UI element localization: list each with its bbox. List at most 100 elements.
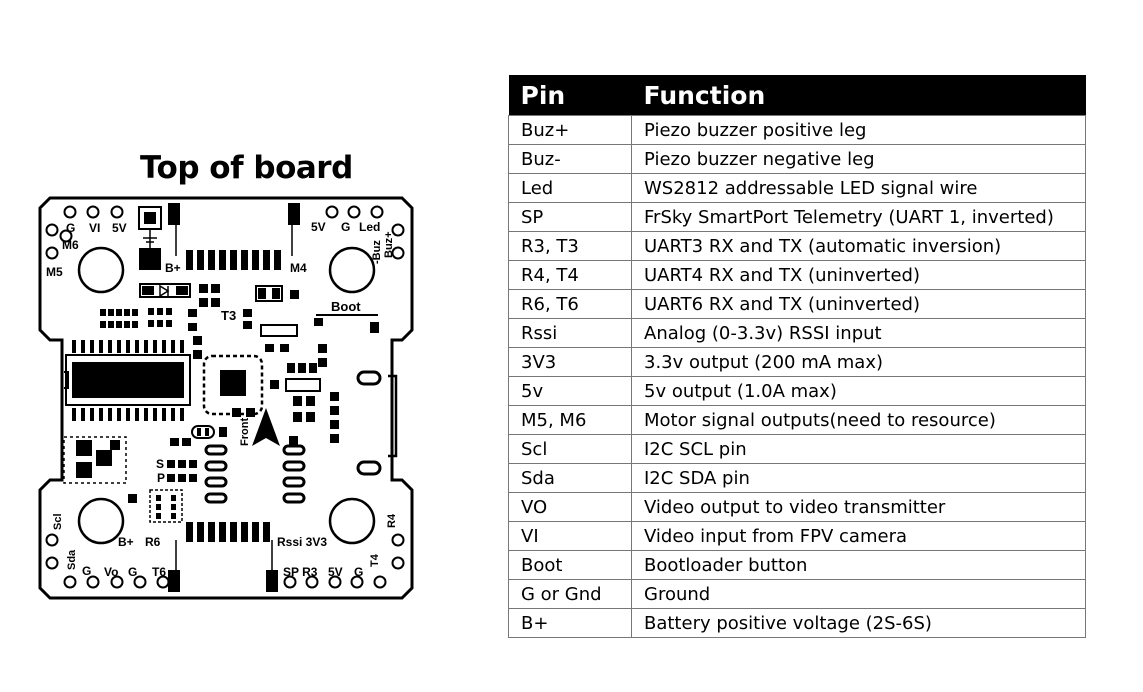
boot-button (243, 309, 379, 367)
bottom-connector (168, 522, 278, 592)
table-row: Buz-Piezo buzzer negative leg (508, 144, 1086, 174)
label-front: Front (239, 418, 251, 446)
label-led: Led (359, 220, 380, 234)
label-rssi-3v3: Rssi 3V3 (277, 535, 327, 549)
label-r6: R6 (145, 535, 161, 549)
pin-cell: R4, T4 (508, 260, 632, 290)
label-g-bottom-left: G (82, 564, 91, 578)
label-5v-top-left: 5V (112, 221, 127, 235)
label-r4: R4 (386, 513, 398, 528)
gyro-chip (204, 444, 306, 504)
sensor-block (63, 436, 191, 484)
label-buz-plus: Buz+ (383, 231, 395, 258)
solder-pads (45, 205, 405, 589)
label-m5: M5 (46, 265, 63, 279)
label-m4: M4 (290, 261, 307, 275)
front-arrow (252, 408, 280, 446)
label-g-top-right: G (341, 220, 350, 234)
label-sp-r3: SP R3 (283, 565, 318, 579)
label-vo: Vo (104, 565, 118, 579)
table-row: Buz+Piezo buzzer positive leg (508, 115, 1086, 145)
function-cell: Battery positive voltage (2S-6S) (631, 608, 1086, 638)
function-cell: UART4 RX and TX (uninverted) (631, 260, 1086, 290)
label-m6: M6 (62, 238, 79, 252)
label-s: S (156, 457, 164, 471)
mcu-chip (193, 336, 264, 417)
pin-cell: Rssi (508, 318, 632, 348)
label-g-top-left: G (66, 221, 75, 235)
label-boot: Boot (331, 299, 361, 314)
function-cell: Video output to video transmitter (631, 492, 1086, 522)
pin-cell: Led (508, 173, 632, 203)
pin-cell: Scl (508, 434, 632, 464)
label-b-plus-top: B+ (165, 261, 181, 275)
led-component (255, 285, 299, 302)
mount-hole-tr (328, 246, 376, 294)
capacitor (138, 206, 162, 270)
pin-cell: M5, M6 (508, 405, 632, 435)
function-cell: Video input from FPV camera (631, 521, 1086, 551)
crystal (191, 425, 227, 439)
label-g-bottom-right: G (354, 565, 363, 579)
pin-function-table: Pin Function Buz+Piezo buzzer positive l… (508, 75, 1086, 638)
usb-connector (356, 370, 398, 476)
function-cell: 5v output (1.0A max) (631, 376, 1086, 406)
function-cell: Motor signal outputs(need to resource) (631, 405, 1086, 435)
label-5v-bottom-right: 5V (328, 565, 343, 579)
label-g-bottom-left-2: G (128, 565, 137, 579)
function-cell: I2C SCL pin (631, 434, 1086, 464)
column-header-function: Function (631, 75, 1086, 116)
function-cell: Ground (631, 579, 1086, 609)
label-b-plus-bottom: B+ (118, 535, 134, 549)
sp-pads (128, 460, 197, 503)
label-scl: Scl (52, 513, 64, 530)
label-sda: Sda (66, 549, 78, 570)
function-cell: Bootloader button (631, 550, 1086, 580)
top-connector (168, 203, 300, 270)
function-cell: I2C SDA pin (631, 463, 1086, 493)
pin-cell: SP (508, 202, 632, 232)
resistor-array (100, 308, 197, 331)
right-components (270, 363, 339, 445)
pin-cell: Boot (508, 550, 632, 580)
function-cell: Analog (0-3.3v) RSSI input (631, 318, 1086, 348)
function-cell: UART6 RX and TX (uninverted) (631, 289, 1086, 319)
board-title: Top of board (140, 150, 353, 186)
label-t4: T4 (369, 553, 381, 567)
label-t6: T6 (152, 565, 166, 579)
pin-cell: R3, T3 (508, 231, 632, 261)
pin-cell: VI (508, 521, 632, 551)
pin-cell: R6, T6 (508, 289, 632, 319)
flash-chip (149, 489, 183, 523)
pin-cell: Sda (508, 463, 632, 493)
diode (139, 283, 220, 307)
function-cell: FrSky SmartPort Telemetry (UART 1, inver… (631, 202, 1086, 232)
pin-cell: Buz- (508, 144, 632, 174)
mount-hole-tl (77, 246, 125, 294)
board-diagram: G VI 5V 5V G Led M6 M5 Buz+ -Buz B+ M4 B… (38, 196, 414, 600)
function-cell: 3.3v output (200 mA max) (631, 347, 1086, 377)
table-row: B+Battery positive voltage (2S-6S) (508, 608, 1086, 638)
mount-hole-br (328, 497, 376, 545)
pin-cell: VO (508, 492, 632, 522)
osd-chip (64, 340, 191, 421)
pin-cell: B+ (508, 608, 632, 638)
label-t3: T3 (221, 308, 236, 323)
mount-hole-bl (77, 497, 125, 545)
label-5v-top-right: 5V (311, 220, 326, 234)
label-vi: VI (89, 221, 100, 235)
